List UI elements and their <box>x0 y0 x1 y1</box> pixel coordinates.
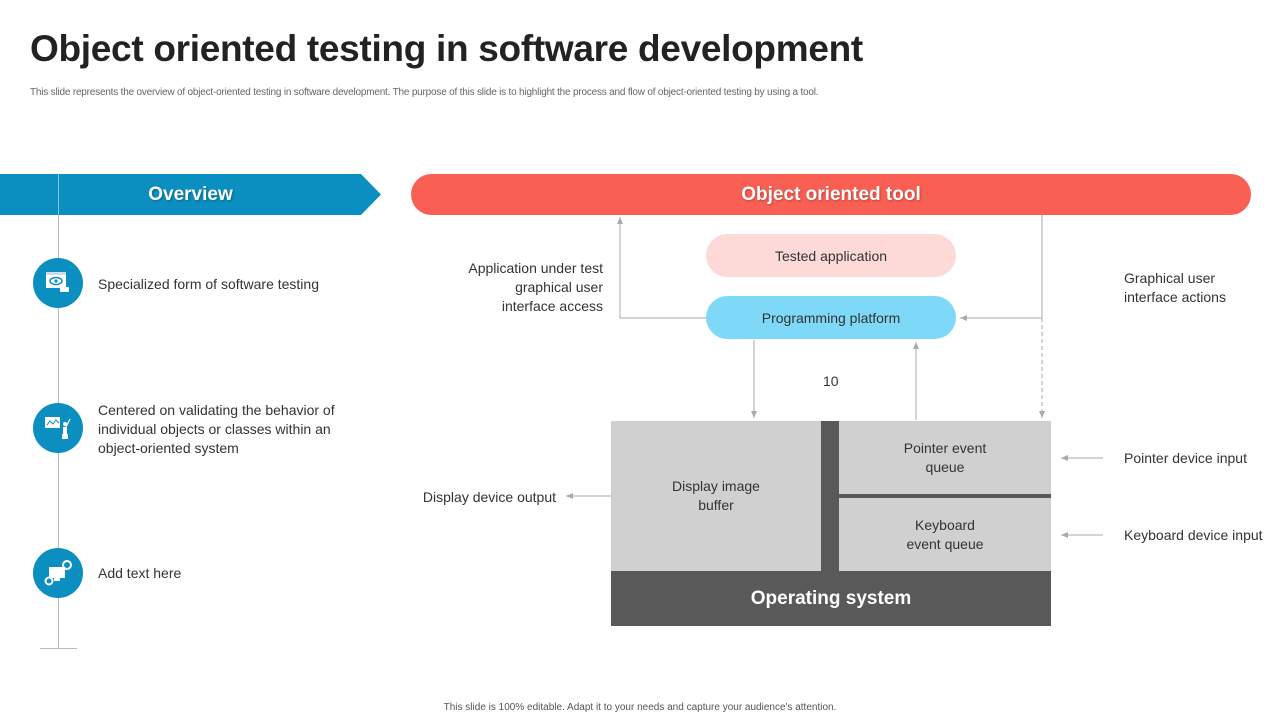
display-output-label: Display device output <box>422 489 556 505</box>
display-image-buffer: Display image buffer <box>611 421 821 571</box>
number-label: 10 <box>823 373 839 389</box>
presentation-icon <box>33 403 83 453</box>
overview-banner: Overview <box>0 174 381 215</box>
queue-divider <box>839 494 1051 498</box>
page-title: Object oriented testing in software deve… <box>30 28 863 69</box>
operating-system-bar: Operating system <box>611 571 1051 626</box>
pointer-queue-label: Pointer event queue <box>903 439 987 475</box>
object-oriented-tool-banner: Object oriented tool <box>411 174 1251 215</box>
pointer-input-label: Pointer device input <box>1124 450 1247 466</box>
gui-actions-label: Graphical user interface actions <box>1124 270 1226 305</box>
divider-bar <box>821 421 839 571</box>
pointer-event-queue: Pointer event queue <box>839 421 1051 494</box>
web-inspect-icon <box>33 258 83 308</box>
programming-platform-box: Programming platform <box>706 296 956 339</box>
keyboard-input-label: Keyboard device input <box>1124 527 1263 543</box>
timeline-line-overlay <box>58 174 59 215</box>
page-subtitle: This slide represents the overview of ob… <box>30 87 819 98</box>
overview-item-1: Specialized form of software testing <box>98 276 319 292</box>
computer-settings-icon <box>33 548 83 598</box>
footer-note: This slide is 100% editable. Adapt it to… <box>443 702 837 713</box>
timeline-end <box>40 648 77 649</box>
keyboard-queue-label: Keyboard event queue <box>906 516 984 552</box>
overview-item-3: Add text here <box>98 565 182 581</box>
overview-item-2: Centered on validating the behavior of i… <box>98 402 335 456</box>
gui-access-label: Application under test graphical user in… <box>468 260 603 314</box>
overview-header: Overview <box>148 183 233 205</box>
tested-application-box: Tested application <box>706 234 956 277</box>
display-buffer-label: Display image buffer <box>672 478 760 513</box>
keyboard-event-queue: Keyboard event queue <box>839 498 1051 571</box>
